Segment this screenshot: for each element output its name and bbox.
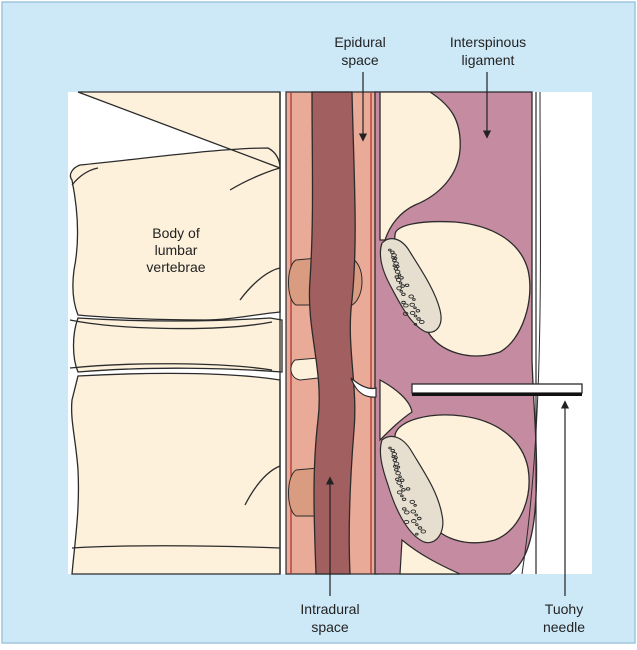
label-epidural-line1: Epidural bbox=[334, 34, 385, 50]
label-body-line2: lumbar bbox=[155, 242, 198, 258]
needle-shaft bbox=[412, 384, 582, 393]
label-body-line3: vertebrae bbox=[146, 259, 205, 275]
label-tuohy-line1: Tuohy bbox=[545, 601, 583, 617]
disc-bulge bbox=[291, 358, 318, 380]
dural-sac bbox=[309, 92, 355, 574]
label-intradural-line2: space bbox=[311, 619, 349, 635]
needle-shaft-shadow bbox=[412, 393, 582, 396]
vertebral-bodies bbox=[70, 92, 282, 574]
label-intradural-line1: Intradural bbox=[300, 601, 359, 617]
label-body-line1: Body of bbox=[152, 225, 200, 241]
label-tuohy-line2: needle bbox=[543, 619, 585, 635]
label-interspinous-line1: Interspinous bbox=[450, 34, 526, 50]
label-interspinous-line2: ligament bbox=[462, 52, 515, 68]
label-epidural-line2: space bbox=[341, 52, 379, 68]
